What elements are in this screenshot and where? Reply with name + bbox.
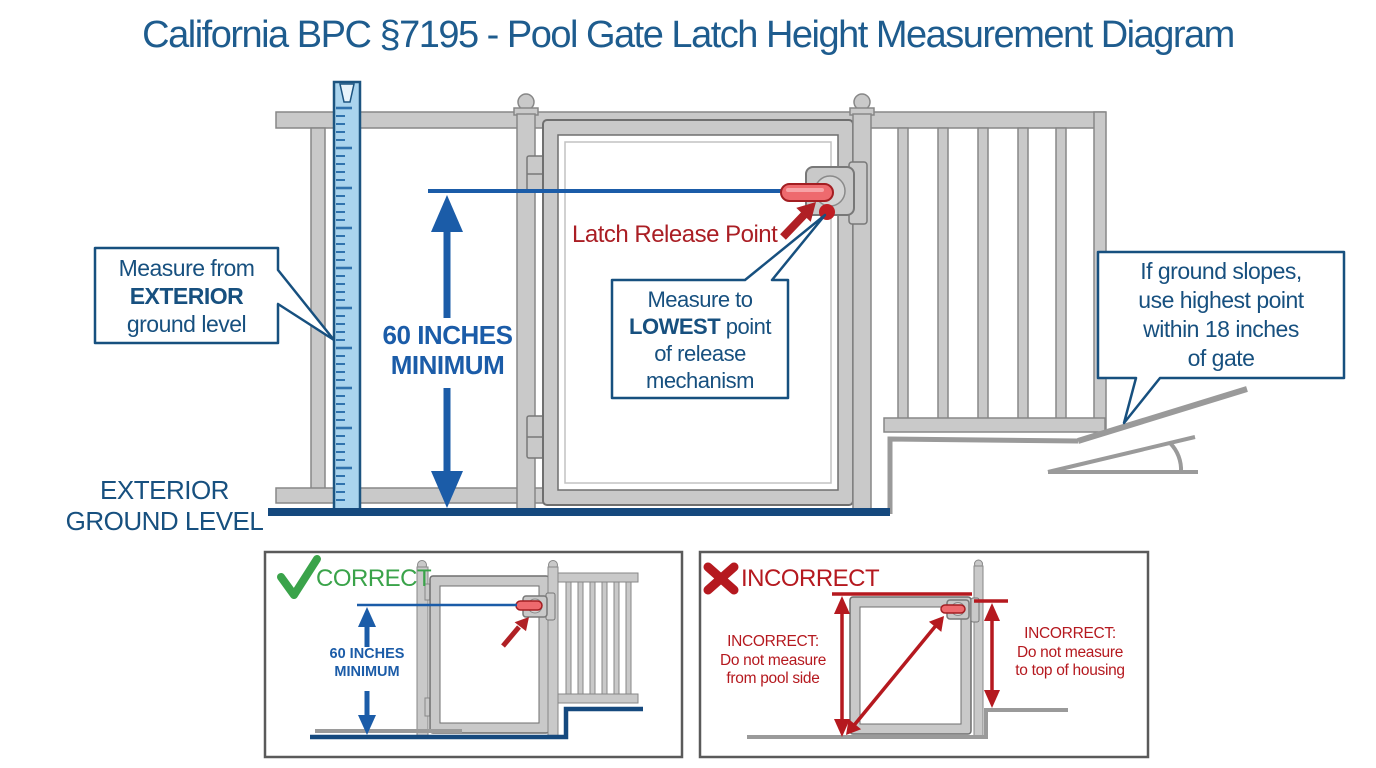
wrong-measurement-lines bbox=[832, 592, 1008, 731]
callout-line: of gate bbox=[1187, 345, 1255, 371]
mini-height-double-arrow bbox=[358, 607, 376, 735]
mini-latch-pointer-arrow-icon bbox=[501, 617, 529, 648]
callout-line: LOWEST point bbox=[629, 313, 771, 340]
mini-measurement-line2: MINIMUM bbox=[334, 663, 400, 680]
measurement-line2: MINIMUM bbox=[390, 350, 505, 380]
callout-lowest-bubble bbox=[610, 213, 827, 400]
callout-line: use highest point bbox=[1138, 287, 1304, 313]
callout-line: mechanism bbox=[646, 367, 754, 393]
mini-latch-icon bbox=[515, 592, 556, 621]
checkmark-icon bbox=[277, 555, 321, 599]
incorrect-panel-art bbox=[698, 550, 1150, 759]
incorrect-label: INCORRECT bbox=[741, 565, 880, 592]
incorrect-housing-label: INCORRECT: Do not measure to top of hous… bbox=[1000, 625, 1140, 681]
lowest-bold-text: LOWEST bbox=[629, 313, 721, 339]
callout-line: of release bbox=[654, 340, 746, 366]
label-line: to top of housing bbox=[1015, 662, 1125, 679]
ground-step-right bbox=[887, 386, 1248, 514]
callout-slope-bubble bbox=[1096, 250, 1346, 425]
ground-label-line1: EXTERIOR bbox=[100, 475, 229, 505]
callout-measure-from-exterior: Measure from EXTERIOR ground level bbox=[95, 248, 278, 343]
page-title: California BPC §7195 - Pool Gate Latch H… bbox=[142, 14, 1235, 56]
callout-line: within 18 inches bbox=[1143, 316, 1299, 342]
callout-measure-to-lowest: Measure to LOWEST point of release mecha… bbox=[612, 281, 788, 398]
wrong-measurement-arrowheads bbox=[834, 596, 1000, 737]
slope-angle-indicator bbox=[1047, 435, 1198, 474]
callout-line-bold: EXTERIOR bbox=[129, 282, 244, 309]
label-line: Do not measure bbox=[719, 651, 827, 669]
label-line: Do not measure bbox=[1016, 643, 1124, 661]
correct-panel-art bbox=[263, 550, 684, 759]
ground-label-line2: GROUND LEVEL bbox=[65, 506, 264, 536]
ground-slope-line bbox=[1077, 386, 1248, 444]
callout-line: Measure to bbox=[647, 286, 753, 312]
exterior-ground-line bbox=[268, 508, 890, 516]
callout-ground-slopes: If ground slopes, use highest point with… bbox=[1098, 253, 1344, 377]
callout-bubbles bbox=[93, 213, 1346, 425]
measurement-60-inches-label: 60 INCHES MINIMUM bbox=[370, 320, 525, 380]
label-line: INCORRECT: bbox=[1024, 625, 1116, 642]
height-double-arrow bbox=[431, 195, 463, 508]
latch-release-point-label: Latch Release Point bbox=[572, 221, 778, 248]
latch-pointer-arrow-icon bbox=[780, 202, 816, 240]
correct-label: CORRECT bbox=[316, 565, 432, 592]
gate-latch-post bbox=[849, 93, 875, 511]
correct-measurement-label: 60 INCHES MINIMUM bbox=[312, 646, 422, 681]
after-bold-text: point bbox=[720, 313, 772, 339]
mini-latch-icon-2 bbox=[940, 597, 980, 623]
callout-line: ground level bbox=[126, 310, 247, 337]
incorrect-pool-side-label: INCORRECT: Do not measure from pool side bbox=[704, 633, 842, 689]
label-line: from pool side bbox=[726, 670, 820, 687]
latch-icon bbox=[780, 161, 868, 225]
callout-line: If ground slopes, bbox=[1140, 258, 1302, 284]
exterior-ground-level-label: EXTERIOR GROUND LEVEL bbox=[62, 475, 267, 537]
ruler-icon bbox=[332, 80, 362, 512]
callout-line: Measure from bbox=[118, 254, 255, 281]
x-icon bbox=[703, 562, 739, 595]
label-line: INCORRECT: bbox=[727, 633, 819, 650]
callout-exterior-bubble bbox=[93, 246, 336, 345]
measurement-line1: 60 INCHES bbox=[382, 320, 513, 350]
mini-measurement-line1: 60 INCHES bbox=[329, 646, 405, 662]
